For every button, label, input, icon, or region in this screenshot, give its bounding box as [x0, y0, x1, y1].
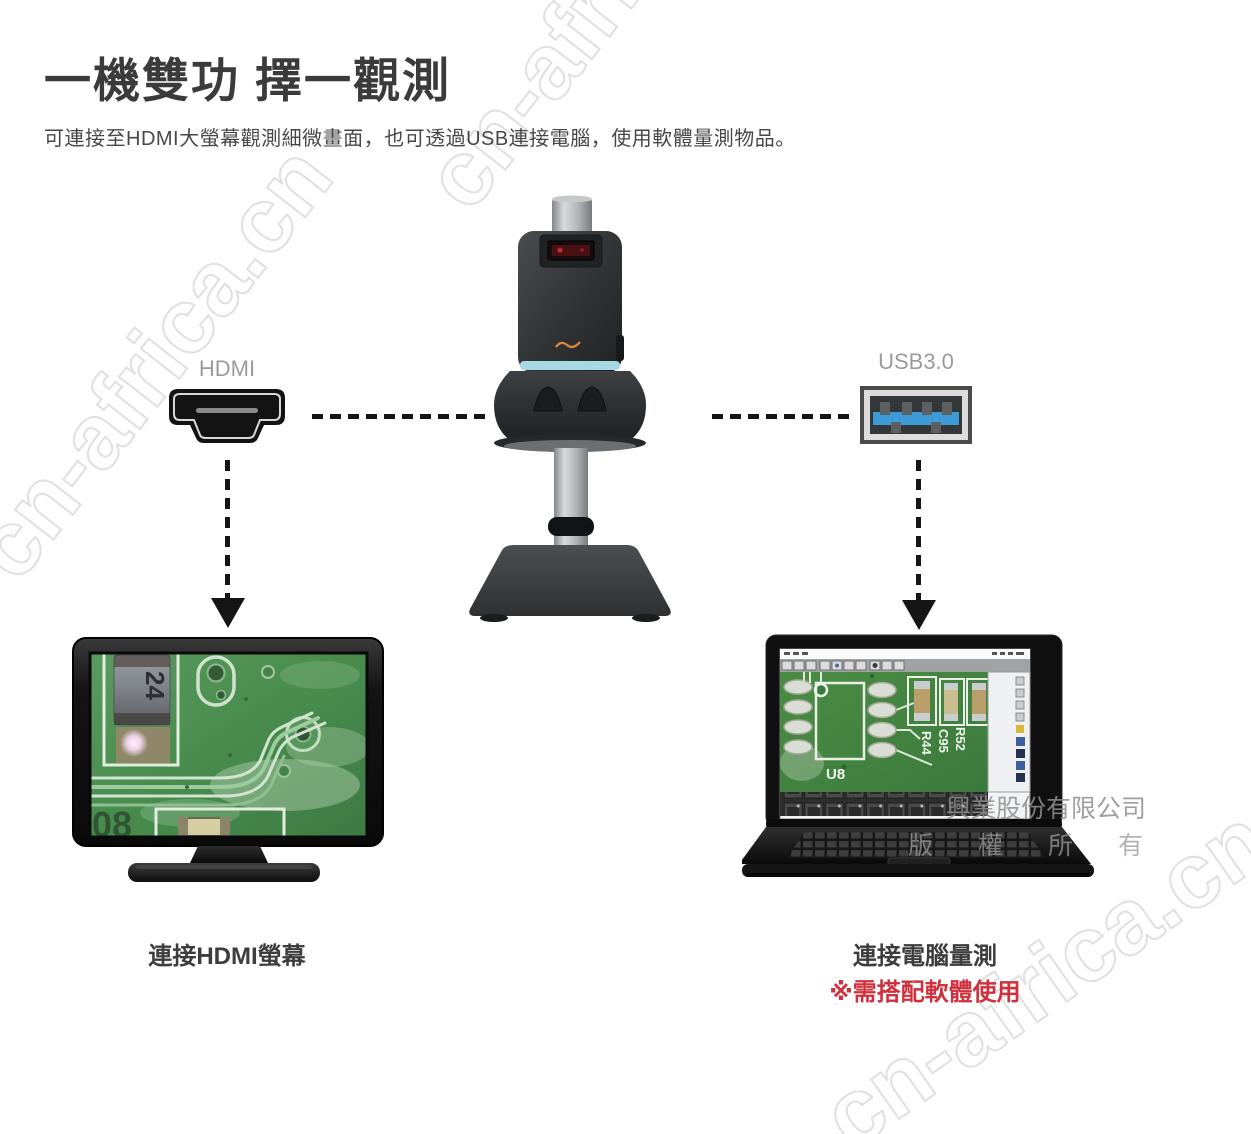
dashed-arrow-line-left [225, 460, 230, 598]
down-arrow-right [902, 600, 936, 630]
dashed-connector-usb [712, 414, 854, 419]
pcb-pads-left [783, 679, 813, 755]
microscope-illustration [469, 195, 671, 622]
hdmi-monitor-illustration: 24 08 [72, 637, 384, 882]
pcb-pads-right [867, 681, 897, 759]
silkscreen-label-c95: C95 [936, 729, 951, 753]
resistor-footprints [907, 676, 988, 726]
monitor-screen-pcb-image: 24 08 [90, 653, 367, 845]
down-arrow-left [211, 598, 245, 628]
ic-footprint-outline [814, 681, 866, 761]
brand-logo [555, 341, 581, 349]
focus-tab [616, 335, 624, 361]
software-menu-bar [780, 649, 1030, 659]
usb-port-label: USB3.0 [878, 349, 954, 374]
solder-glow [120, 729, 148, 757]
hdmi-caption: 連接HDMI螢幕 [148, 943, 306, 970]
stand-base [469, 545, 671, 616]
inductor-label: 24 [140, 671, 170, 700]
hdmi-port-label: HDMI [198, 356, 256, 381]
led-diffuser-ring [504, 440, 636, 452]
blue-light-band [520, 361, 620, 370]
silkscreen-label-r52: R52 [953, 727, 968, 751]
rights-watermark: 版權所有 [908, 832, 1189, 860]
silkscreen-label-r44: R44 [919, 731, 934, 756]
stand-pole [554, 448, 588, 560]
laptop-hinge [766, 819, 1062, 829]
hdmi-connector-icon [169, 389, 285, 443]
software-side-panel [987, 671, 1031, 793]
monitor-stand-neck [190, 846, 268, 863]
software-toolbar [780, 659, 1030, 672]
dashed-arrow-line-right [916, 460, 921, 600]
board-silkscreen-number: 08 [92, 804, 132, 845]
page-subtitle: 可連接至HDMI大螢幕觀測細微畫面，也可透過USB連接電腦，使用軟體量測物品。 [44, 128, 796, 150]
pole-clamp-ring [548, 517, 594, 536]
software-required-note: ※需搭配軟體使用 [829, 979, 1021, 1006]
laptop-illustration: U8 R44 C95 R52 [742, 634, 1094, 877]
software-filmstrip [780, 792, 988, 816]
ic-silkscreen-label: U8 [826, 766, 845, 783]
led-dome-base [494, 371, 646, 443]
page-title: 一機雙功 擇一觀測 [44, 54, 452, 107]
usb-caption: 連接電腦量測 [853, 943, 997, 970]
site-watermark: cn-africa.cn [405, 0, 803, 227]
usb-connector-icon [860, 386, 972, 444]
company-watermark: 興業股份有限公司 [946, 795, 1147, 823]
dashed-connector-hdmi [312, 414, 488, 419]
